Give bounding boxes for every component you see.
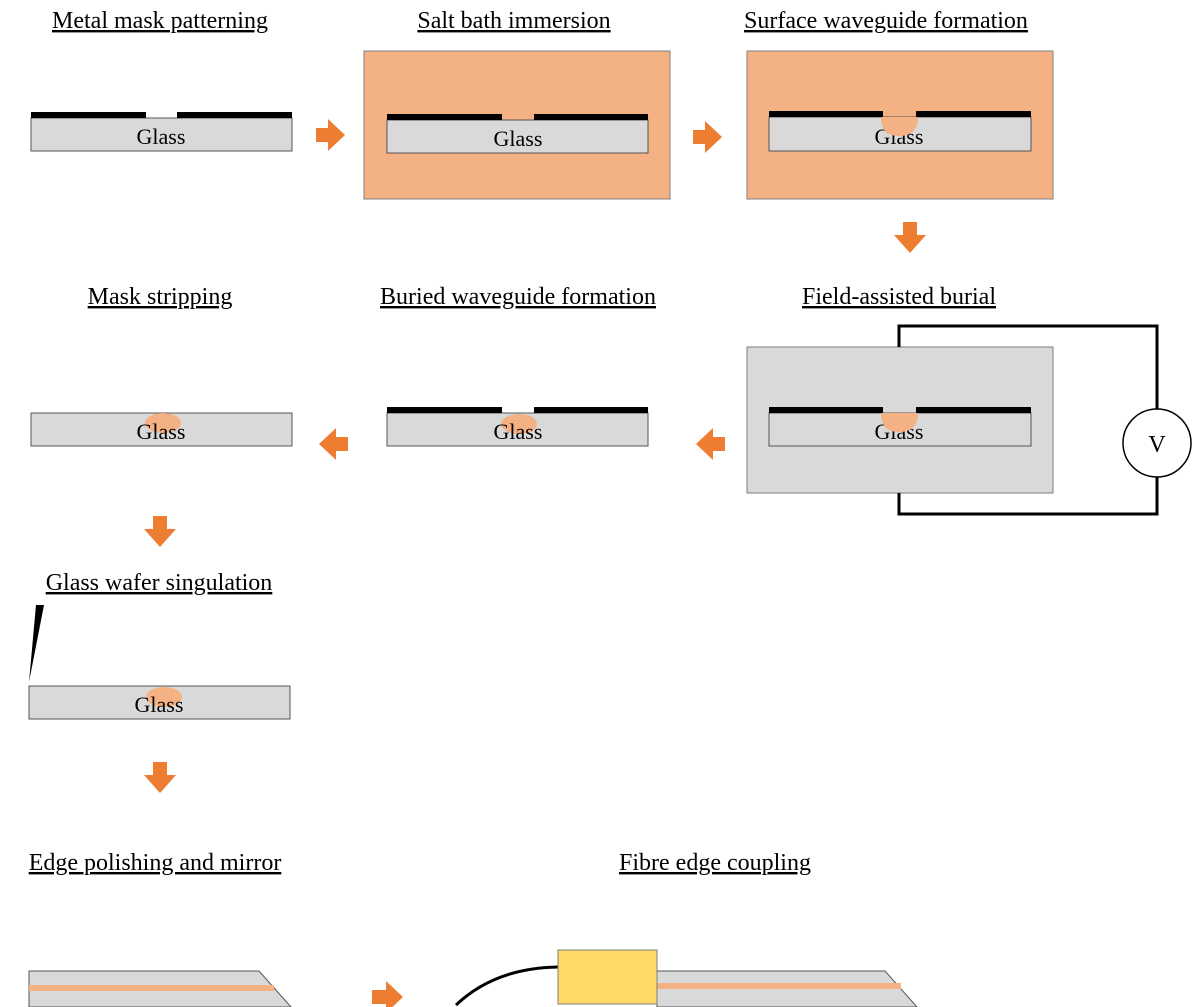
panel-salt-bath: Glass xyxy=(363,50,671,200)
panel-singulation: Glass xyxy=(28,605,291,720)
panel-edge-polishing xyxy=(28,970,292,1007)
panel-mask-stripping: Glass xyxy=(30,412,293,447)
glass-substrate xyxy=(386,119,649,154)
glass-label: Glass xyxy=(135,692,184,717)
arrow-down-icon xyxy=(144,516,176,547)
surface-waveguide xyxy=(881,413,918,432)
metal-mask-right xyxy=(534,114,648,120)
dicing-blade-icon xyxy=(29,605,44,682)
arrow-left-icon xyxy=(319,428,348,460)
waveguide-channel xyxy=(29,985,274,991)
voltmeter-icon xyxy=(1122,408,1192,478)
step-title-mask-stripping: Mask stripping xyxy=(88,284,233,310)
metal-mask-right xyxy=(177,112,292,118)
step-title-metal-mask: Metal mask patterning xyxy=(52,8,268,34)
optical-fibre xyxy=(454,965,559,1007)
voltmeter-label: V xyxy=(1148,432,1166,458)
buried-waveguide xyxy=(146,687,182,707)
panel-fibre-coupling xyxy=(454,949,918,1007)
glass-substrate xyxy=(30,117,293,152)
arrow-right-icon xyxy=(316,119,345,151)
fibre-connector xyxy=(557,949,658,1005)
panel-metal-mask: Glass xyxy=(30,112,293,152)
glass-label: Glass xyxy=(137,419,186,444)
metal-mask-left xyxy=(387,114,502,120)
step-title-field-assisted-burial: Field-assisted burial xyxy=(802,284,996,310)
waveguide-channel xyxy=(657,983,901,989)
metal-mask-left xyxy=(769,111,883,117)
metal-mask-left xyxy=(31,112,146,118)
panel-buried-waveguide: Glass xyxy=(386,407,649,447)
step-title-salt-bath: Salt bath immersion xyxy=(417,8,610,34)
arrow-right-icon xyxy=(693,121,722,153)
buried-waveguide xyxy=(145,413,181,433)
arrow-right-icon xyxy=(372,981,403,1007)
step-title-buried-waveguide: Buried waveguide formation xyxy=(380,284,656,310)
metal-mask-right xyxy=(916,111,1031,117)
arrow-down-icon xyxy=(894,222,926,253)
glass-label: Glass xyxy=(494,419,543,444)
metal-mask-left xyxy=(387,407,502,413)
buried-waveguide xyxy=(501,414,537,434)
glass-label: Glass xyxy=(494,126,543,151)
step-title-edge-polishing: Edge polishing and mirror xyxy=(29,850,282,876)
surface-waveguide xyxy=(881,117,918,136)
circuit-wire xyxy=(897,324,1159,516)
metal-mask-right xyxy=(534,407,648,413)
arrow-down-icon xyxy=(144,762,176,793)
panel-surface-waveguide: Glass xyxy=(746,50,1054,200)
glass-label: Glass xyxy=(137,124,186,149)
step-title-fibre-coupling: Fibre edge coupling xyxy=(619,850,811,876)
step-title-singulation: Glass wafer singulation xyxy=(46,570,273,596)
panel-field-assisted-burial: V Glass xyxy=(746,324,1192,516)
metal-mask-left xyxy=(769,407,883,413)
arrow-left-icon xyxy=(696,428,725,460)
step-title-surface-waveguide: Surface waveguide formation xyxy=(744,8,1028,34)
metal-mask-right xyxy=(916,407,1031,413)
